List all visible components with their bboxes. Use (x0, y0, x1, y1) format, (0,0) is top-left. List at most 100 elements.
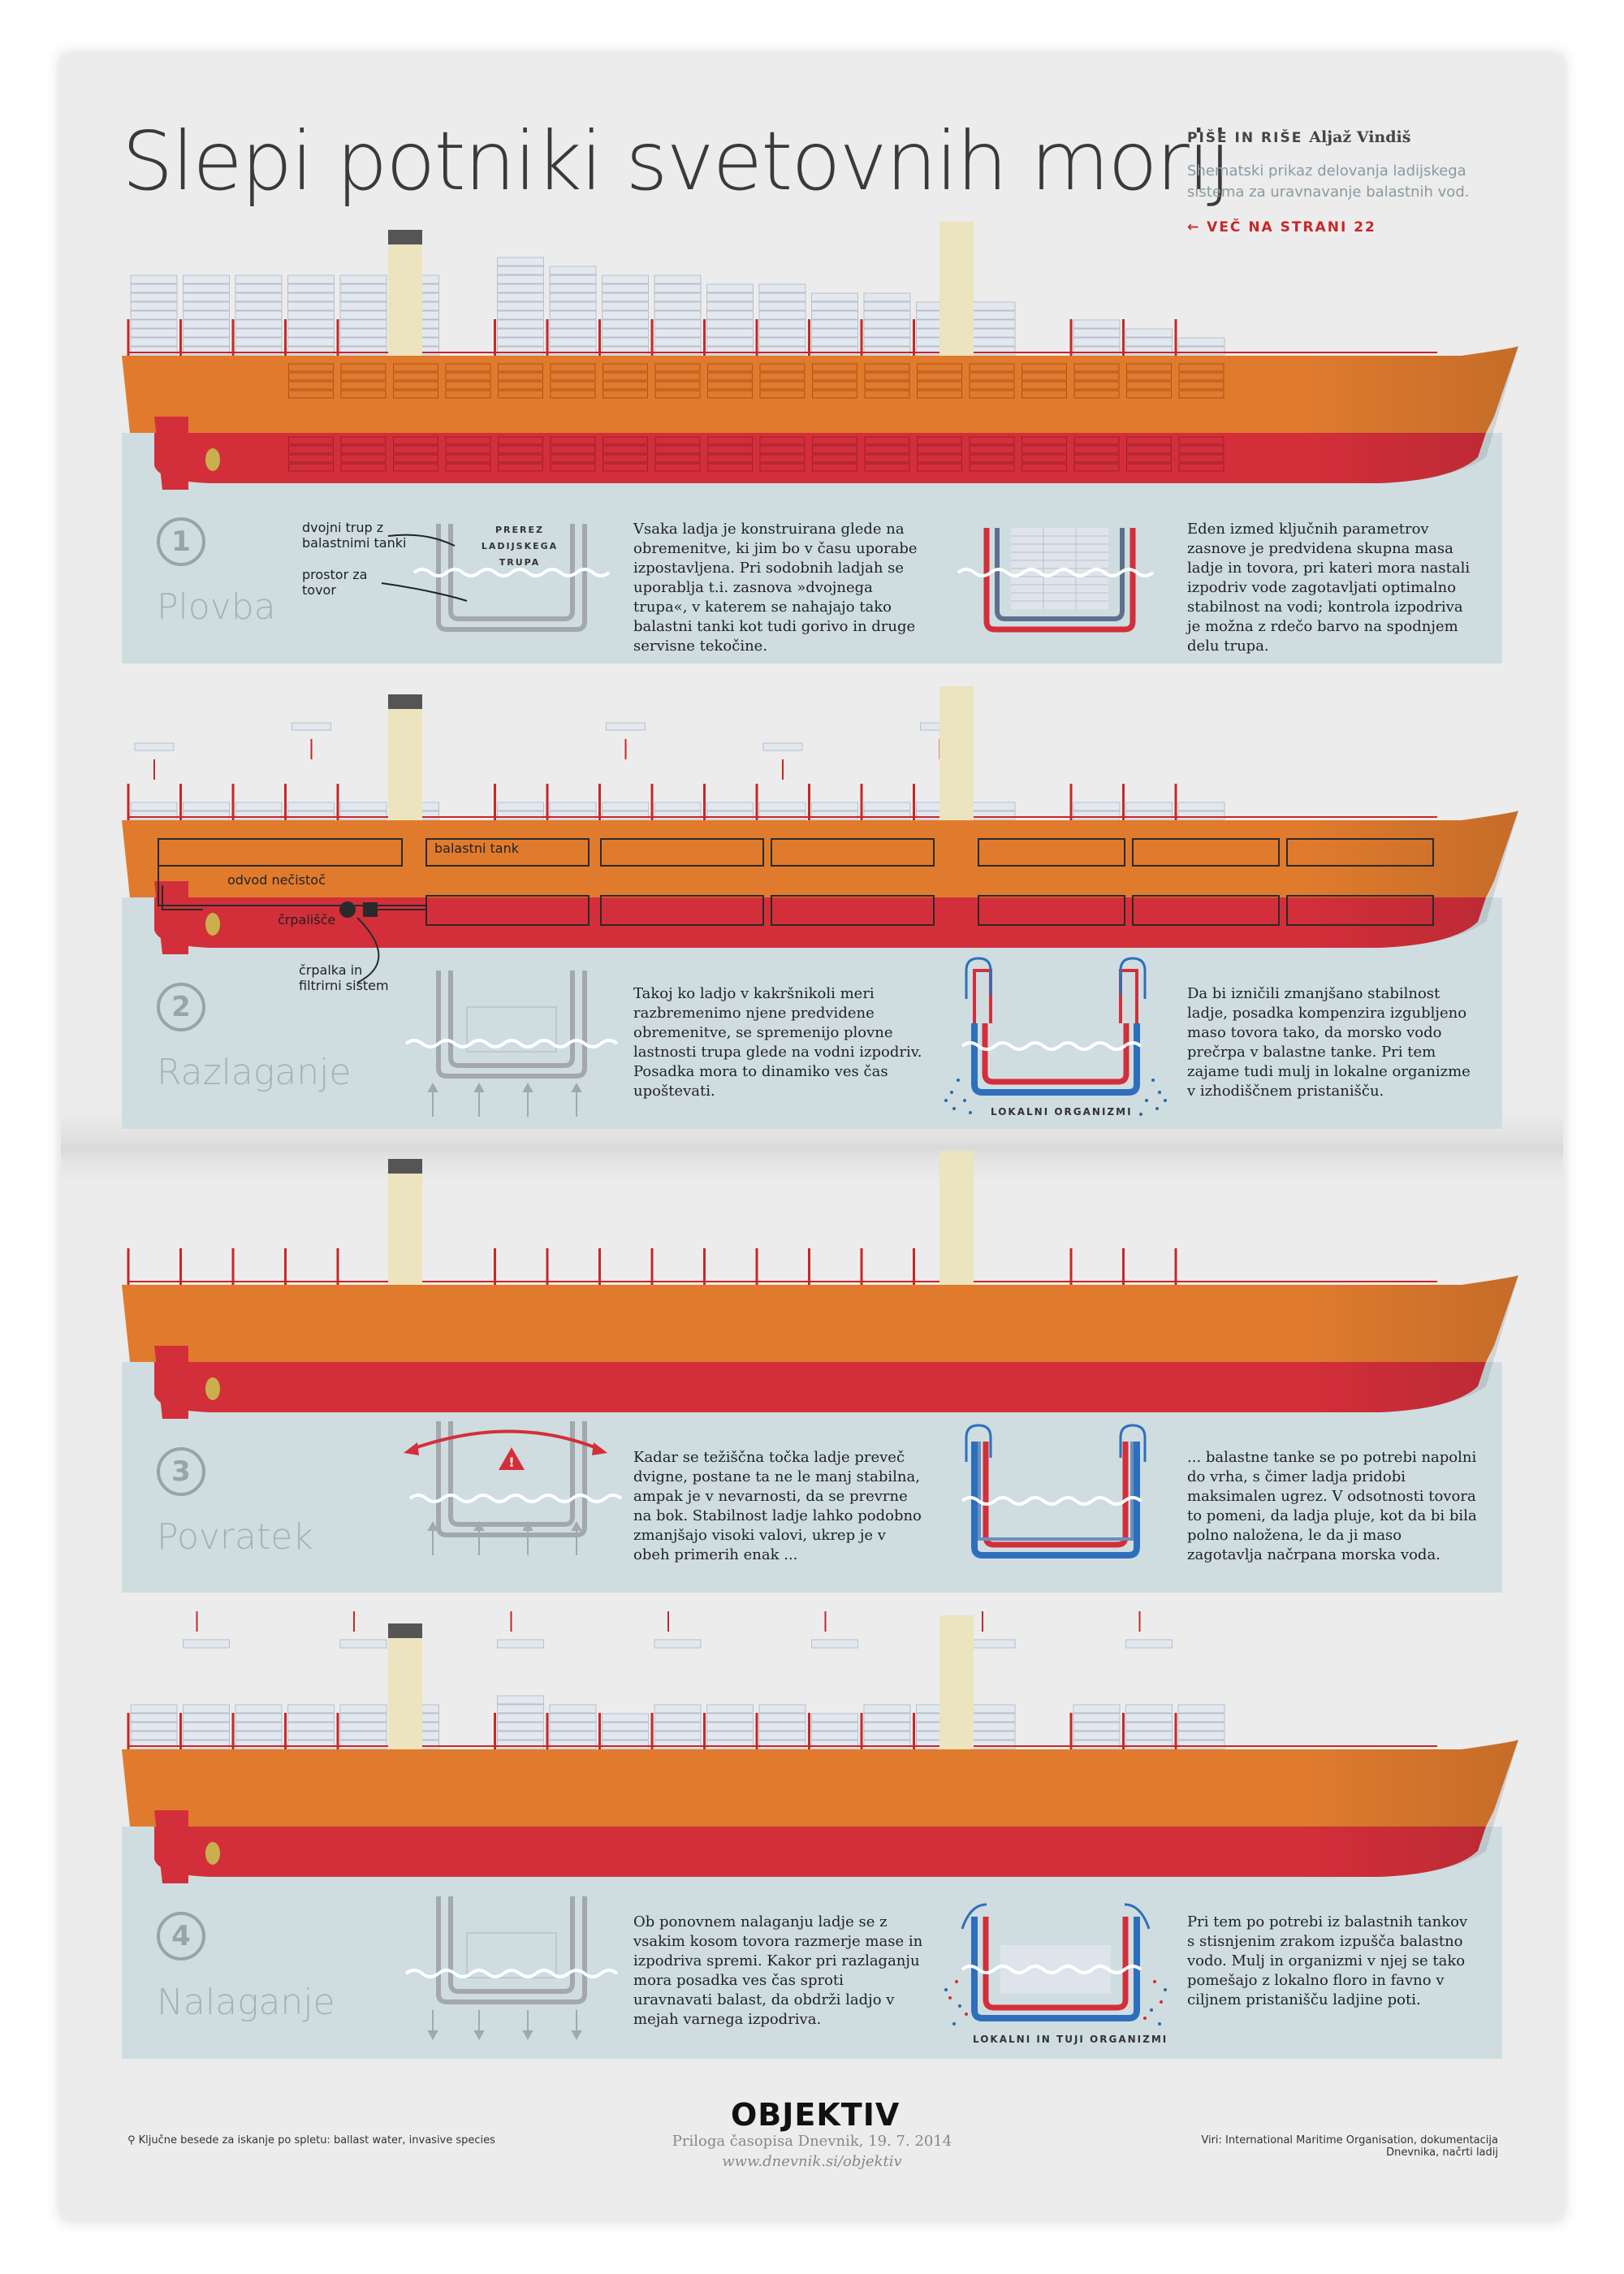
below-deck-container (917, 363, 962, 372)
container (183, 319, 230, 329)
footer-url[interactable]: www.dnevnik.si/objektiv (722, 2153, 902, 2170)
more-link[interactable]: ← VEČ NA STRANI 22 (1187, 219, 1376, 236)
hold-container (917, 445, 962, 454)
below-deck-container (1178, 363, 1224, 372)
container (497, 1695, 544, 1705)
lowered-container (183, 1639, 230, 1649)
hold-container (812, 463, 857, 472)
container (1177, 346, 1225, 356)
step3-label: Povratek (157, 1516, 313, 1558)
below-deck-container (393, 363, 438, 372)
hold-container (759, 463, 806, 472)
below-deck-container (1073, 381, 1120, 390)
container (183, 1731, 230, 1740)
container (863, 811, 911, 820)
step2-callout-pump: črpalka in filtrirni sistem (299, 962, 389, 993)
hold-container (707, 454, 753, 463)
container (339, 811, 387, 820)
step2-organisms-label: LOKALNI ORGANIZMI (991, 1106, 1133, 1118)
step4-number: 4 (157, 1912, 205, 1961)
hold-container (1021, 454, 1067, 463)
container (130, 1731, 178, 1740)
below-deck-container (603, 381, 648, 390)
hold-container (603, 463, 648, 472)
hold-container (707, 463, 753, 472)
container (654, 346, 702, 356)
funnel-cap (388, 1623, 422, 1638)
container (968, 301, 1016, 311)
container (549, 266, 597, 275)
hold-container (603, 445, 648, 454)
propeller (205, 913, 220, 936)
container (183, 337, 230, 347)
container (1177, 337, 1225, 347)
hold-container (603, 454, 648, 463)
container (339, 310, 387, 320)
container (183, 811, 230, 820)
container (758, 283, 806, 293)
hold-container (969, 436, 1015, 445)
container (287, 292, 335, 302)
container (706, 1713, 754, 1723)
byline-author: Aljaž Vindiš (1309, 128, 1411, 146)
container (602, 346, 649, 356)
keywords: ⚲ Ključne besede za iskanje po spletu: b… (127, 2134, 495, 2146)
container (706, 292, 754, 302)
bridge (939, 686, 974, 820)
hold-container (1073, 436, 1120, 445)
container (811, 1722, 858, 1731)
below-deck-container (550, 372, 596, 381)
hold-container (1178, 436, 1224, 445)
container (130, 1722, 178, 1731)
step2-callout-outlet: odvod nečistoč (227, 872, 326, 888)
container (287, 811, 335, 820)
hull-upper (122, 1275, 1518, 1362)
container (549, 1722, 597, 1731)
ship-step3 (122, 1151, 1518, 1419)
container (863, 337, 911, 347)
hold-container (445, 436, 491, 445)
hull-upper (122, 1740, 1518, 1827)
lowered-container (811, 1639, 858, 1649)
below-deck-container (812, 363, 857, 372)
step1-cross-section-title: PREREZ LADIJSKEGA TRUPA (481, 525, 559, 568)
below-deck-container (917, 381, 962, 390)
hull-lower (154, 1362, 1486, 1412)
below-deck-container (288, 390, 334, 399)
container (706, 337, 754, 347)
container (497, 328, 544, 338)
below-deck-container (969, 363, 1015, 372)
hold-container (812, 445, 857, 454)
container (339, 1704, 387, 1714)
container (1125, 328, 1173, 338)
container (1125, 337, 1173, 347)
container (497, 1740, 544, 1749)
below-deck-container (288, 372, 334, 381)
container (497, 802, 544, 811)
rudder (154, 417, 188, 490)
lifted-container (606, 722, 646, 731)
container (1073, 337, 1121, 347)
container (497, 319, 544, 329)
container (1073, 802, 1121, 811)
hold-container (969, 445, 1015, 454)
sources: Viri: International Maritime Organisatio… (1201, 2134, 1498, 2159)
funnel-cap (388, 694, 422, 709)
container (706, 1740, 754, 1749)
container (339, 1722, 387, 1731)
hull-lower (154, 897, 1486, 948)
container (339, 328, 387, 338)
below-deck-container (864, 390, 910, 399)
byline: PIŠE IN RIŠE Aljaž Vindiš (1187, 128, 1410, 146)
container (602, 1713, 649, 1723)
container (968, 1740, 1016, 1749)
step1-text-a: Vsaka ladja je konstruirana glede na obr… (633, 521, 918, 655)
container (183, 301, 230, 311)
container (654, 337, 702, 347)
container (339, 337, 387, 347)
container (1177, 1731, 1225, 1740)
below-deck-container (1126, 390, 1172, 399)
container (130, 275, 178, 284)
rudder (154, 1810, 188, 1883)
